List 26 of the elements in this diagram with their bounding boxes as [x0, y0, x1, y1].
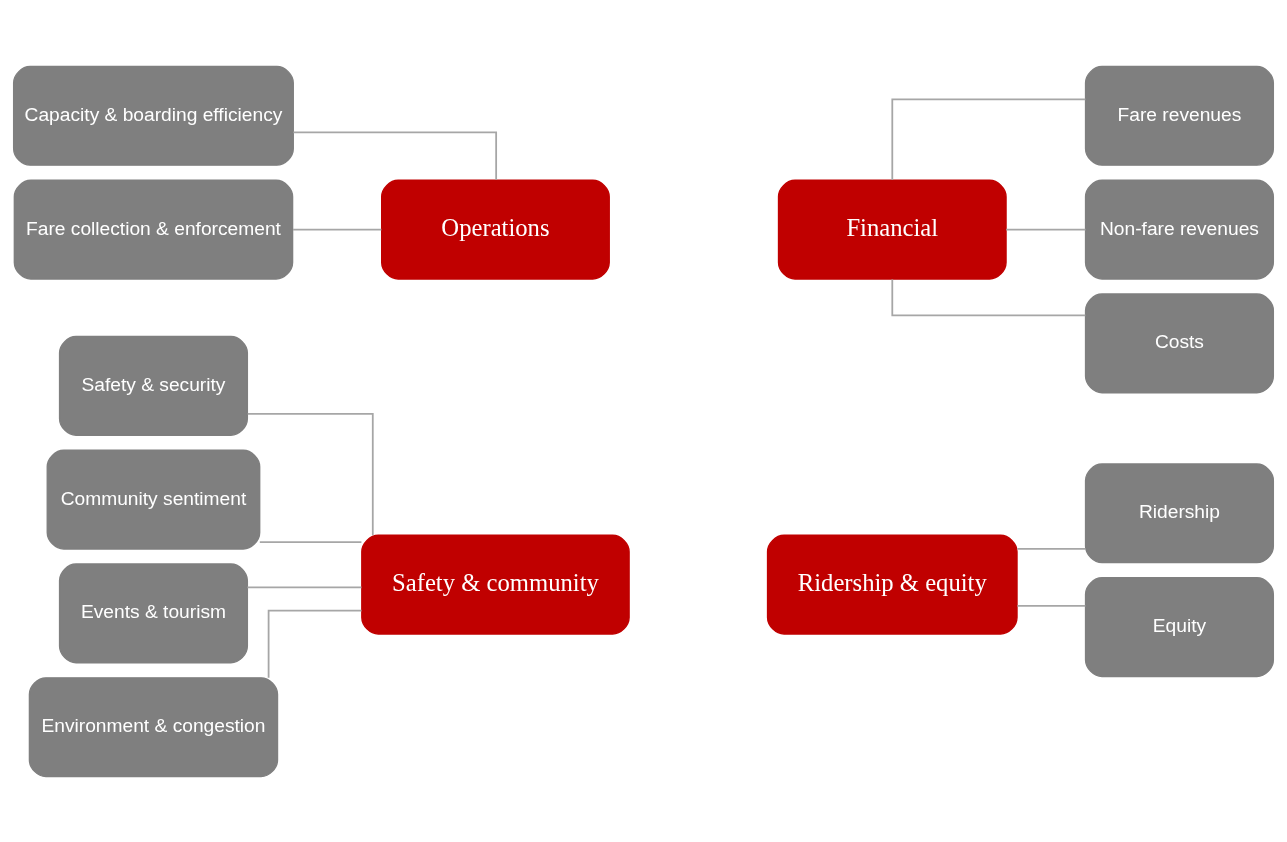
node-box: Operations	[381, 179, 610, 280]
node-box: Capacity & boarding efficiency	[12, 65, 294, 166]
connector	[267, 609, 363, 679]
node-box: Non-fare revenues	[1084, 179, 1275, 280]
connector	[258, 540, 363, 543]
node-box: Ridership	[1084, 462, 1275, 563]
connector	[246, 412, 374, 536]
connector	[1016, 604, 1087, 607]
node-box: Fare collection & enforcement	[13, 179, 294, 280]
connector	[891, 98, 1087, 181]
connector	[292, 228, 383, 230]
node-box: Safety & security	[58, 335, 249, 436]
node-box: Costs	[1084, 292, 1275, 393]
node-box: Environment & congestion	[28, 676, 279, 777]
node-box: Ridership & equity	[766, 534, 1018, 635]
node-box: Community sentiment	[46, 449, 261, 550]
node-box: Equity	[1084, 576, 1275, 677]
node-box: Fare revenues	[1084, 65, 1275, 166]
node-box: Safety & community	[361, 534, 630, 635]
connector	[891, 278, 1087, 316]
connector	[1005, 228, 1087, 230]
connector	[1016, 547, 1087, 550]
node-box: Events & tourism	[58, 562, 249, 663]
connector	[246, 585, 363, 588]
connector	[292, 130, 498, 181]
node-box: Financial	[777, 179, 1007, 280]
